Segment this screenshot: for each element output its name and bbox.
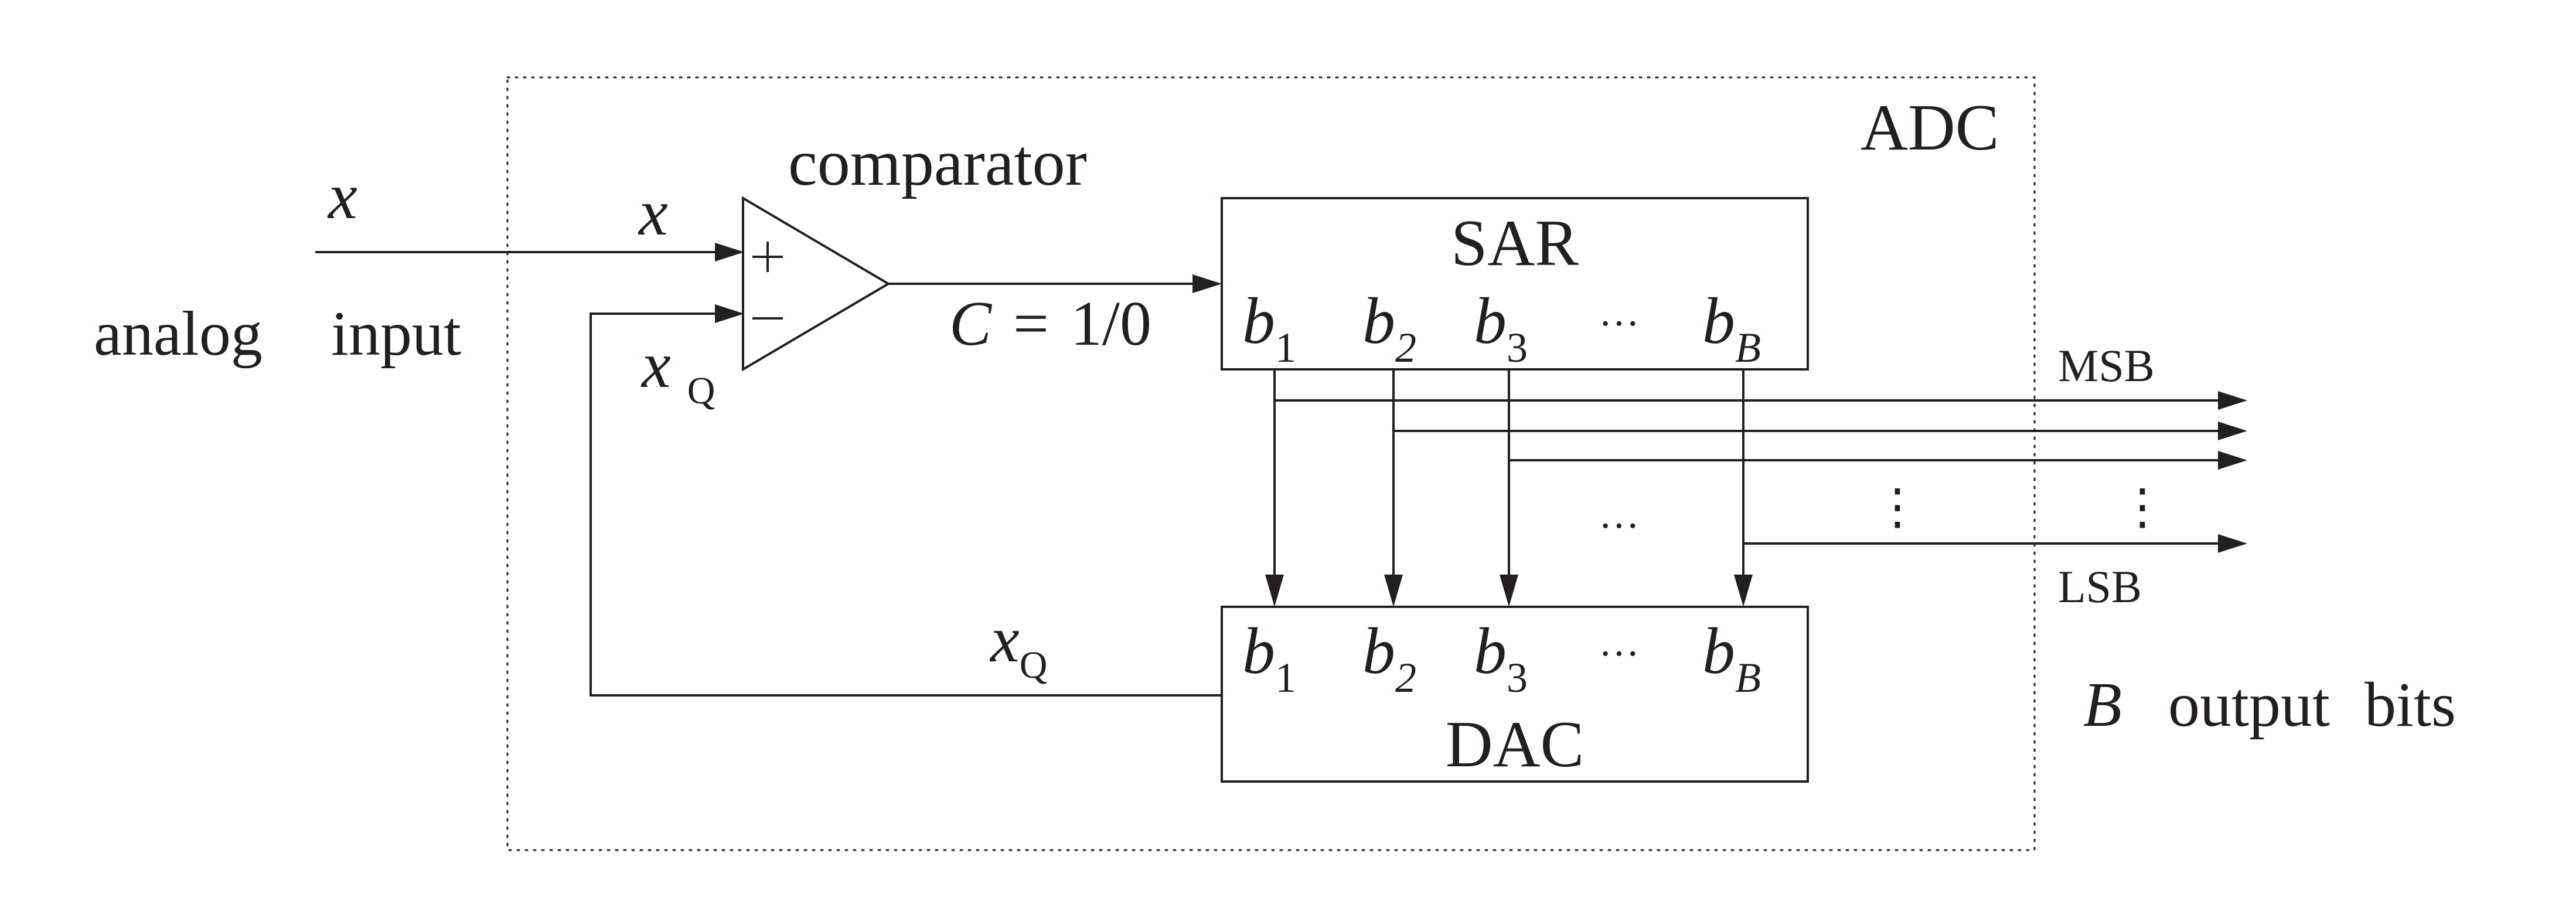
bit-1-arrowhead: [1265, 575, 1284, 607]
comparator-output-arrowhead: [1192, 274, 1222, 293]
dac-bit-b: bB: [1702, 615, 1761, 701]
adc-label: ADC: [1861, 91, 1999, 164]
output-lsb-arrowhead: [2218, 534, 2247, 553]
sar-box: [1221, 197, 1809, 371]
sar-bit-3: b3: [1474, 285, 1528, 371]
output-2-arrowhead: [2218, 422, 2247, 440]
sar-bit-1: b1: [1242, 285, 1296, 371]
dac-bit-1: b1: [1242, 615, 1296, 701]
comparator-label: comparator: [788, 127, 1087, 199]
dac-title: DAC: [1446, 708, 1584, 781]
dac-bit-3: b3: [1474, 615, 1528, 701]
comparator-plus-sign: [752, 242, 783, 272]
plus-input-arrowhead: [715, 243, 744, 261]
dac-bit-2: b2: [1362, 615, 1416, 701]
output-vdots-outer: ⋮: [2118, 480, 2167, 535]
output-vdots-inner: ⋮: [1873, 480, 1922, 535]
adc-boundary: [506, 76, 2036, 851]
bit-lines-ellipsis: ···: [1599, 504, 1640, 549]
msb-label: MSB: [2058, 340, 2155, 391]
xq-main: x: [640, 329, 671, 402]
output-eq: =: [1013, 289, 1049, 359]
minus-input-arrowhead: [715, 304, 744, 323]
bit-2-arrowhead: [1384, 575, 1403, 607]
input-signal-label: x: [327, 160, 357, 233]
analog-input-word-input: input: [331, 299, 461, 369]
output-bits-caption: B output bits: [2083, 670, 2456, 740]
comparator-plus-input-label: x: [638, 176, 668, 249]
analog-input-caption: analog input: [94, 299, 461, 369]
lsb-label: LSB: [2058, 561, 2142, 612]
bit-3-arrowhead: [1500, 575, 1518, 607]
output-caption-word-bits: bits: [2364, 670, 2456, 740]
comparator-minus-input-label: x Q: [640, 329, 715, 412]
dac-box: [1221, 606, 1809, 783]
output-3-arrowhead: [2218, 451, 2247, 470]
output-msb-arrowhead: [2218, 391, 2247, 410]
feedback-line: [590, 312, 1222, 697]
sar-bit-2: b2: [1362, 285, 1416, 371]
bit-b-arrowhead: [1734, 575, 1753, 607]
comparator-triangle: [742, 196, 891, 372]
feedback-label: xQ: [989, 603, 1047, 687]
output-c: C: [949, 289, 993, 359]
xq-subscript: Q: [687, 369, 715, 412]
sar-title: SAR: [1451, 207, 1579, 280]
comparator-output-label: C = 1/0: [949, 289, 1151, 359]
dac-bit-ellipsis: ···: [1599, 631, 1640, 677]
sar-bit-ellipsis: ···: [1599, 301, 1640, 346]
output-caption-word-output: output: [2168, 670, 2330, 740]
output-value: 1/0: [1071, 289, 1151, 359]
sar-bit-b: bB: [1702, 285, 1761, 371]
output-caption-var: B: [2083, 670, 2122, 740]
analog-input-word-analog: analog: [94, 299, 263, 369]
